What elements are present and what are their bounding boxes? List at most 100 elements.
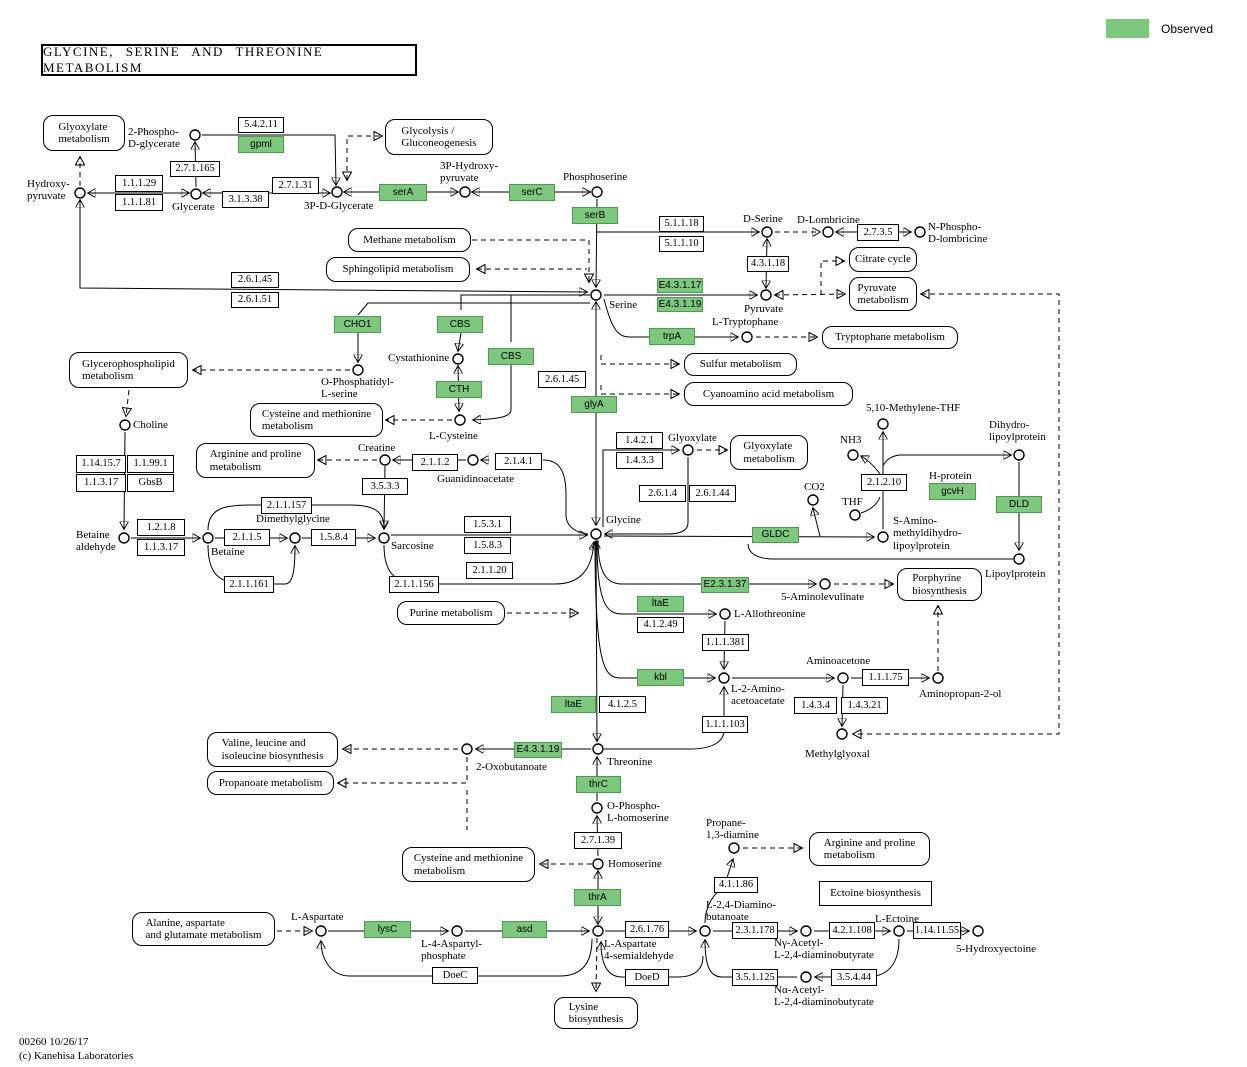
enzyme-box-1-4-3-4[interactable]: 1.4.3.4 <box>794 697 837 714</box>
pathway-box-valine-leucine-and-isoleucine-biosynthesis[interactable]: Valine, leucine and isoleucine biosynthe… <box>207 732 338 767</box>
gene-box-cbs[interactable]: CBS <box>488 348 534 365</box>
compound-node-d-serine[interactable] <box>761 226 773 238</box>
enzyme-box-2-1-1-2[interactable]: 2.1.1.2 <box>412 454 458 471</box>
enzyme-box-doed[interactable]: DoeD <box>625 969 669 986</box>
compound-node-glycine[interactable] <box>590 528 602 540</box>
compound-node-co2[interactable] <box>807 494 819 506</box>
compound-node-serine[interactable] <box>590 289 602 301</box>
enzyme-box-1-1-1-381[interactable]: 1.1.1.381 <box>702 634 749 651</box>
gene-box-e2-3-1-37[interactable]: E2.3.1.37 <box>701 577 749 593</box>
enzyme-box-1-1-1-81[interactable]: 1.1.1.81 <box>115 194 163 211</box>
gene-box-cho1[interactable]: CHO1 <box>334 316 381 333</box>
compound-node-guanidinoacetate[interactable] <box>467 454 479 466</box>
compound-node-5-hydroxyectoine[interactable] <box>972 925 984 937</box>
pathway-box-glyoxylate-metabolism[interactable]: Glyoxylate metabolism <box>43 115 125 151</box>
enzyme-box-2-7-1-165[interactable]: 2.7.1.165 <box>170 161 220 177</box>
compound-node-3p-hydroxypyruvate[interactable] <box>459 186 471 198</box>
gene-box-ltae[interactable]: ltaE <box>637 596 684 612</box>
compound-node-n-alpha-acetyl-diaminobutyrate[interactable] <box>800 971 812 983</box>
enzyme-box-3-5-3-3[interactable]: 3.5.3.3 <box>362 478 408 495</box>
gene-box-gpml[interactable]: gpml <box>238 136 284 153</box>
pathway-box-alanine-aspartate-and-glutamate-metabolism[interactable]: Alanine, aspartate and glutamate metabol… <box>132 912 275 946</box>
pathway-box-propanoate-metabolism[interactable]: Propanoate metabolism <box>207 771 334 795</box>
pathway-box-cysteine-and-methionine-metabolism[interactable]: Cysteine and methionine metabolism <box>250 403 383 437</box>
compound-node-2-oxobutanoate[interactable] <box>461 743 473 755</box>
compound-node-3p-d-glycerate[interactable] <box>331 186 343 198</box>
enzyme-box-2-1-4-1[interactable]: 2.1.4.1 <box>495 453 542 470</box>
compound-node-betaine-aldehyde[interactable] <box>118 532 130 544</box>
compound-node-cystathionine[interactable] <box>452 353 464 365</box>
gene-box-kbl[interactable]: kbl <box>637 669 684 686</box>
compound-node-l-2-4-diaminobutanoate[interactable] <box>699 925 711 937</box>
enzyme-box-1-1-1-29[interactable]: 1.1.1.29 <box>115 175 163 192</box>
compound-node-pyruvate[interactable] <box>760 289 772 301</box>
pathway-box-lysine-biosynthesis[interactable]: Lysine biosynthesis <box>554 997 638 1029</box>
pathway-box-purine-metabolism[interactable]: Purine metabolism <box>397 601 505 625</box>
pathway-box-citrate-cycle[interactable]: Citrate cycle <box>849 247 917 272</box>
compound-node-glyoxylate[interactable] <box>682 444 694 456</box>
enzyme-box-1-2-1-8[interactable]: 1.2.1.8 <box>137 519 185 536</box>
enzyme-box-2-7-3-5[interactable]: 2.7.3.5 <box>857 224 899 241</box>
enzyme-box-1-14-11-55[interactable]: 1.14.11.55 <box>913 922 961 939</box>
enzyme-box-doec[interactable]: DoeC <box>432 967 478 984</box>
enzyme-box-2-6-1-51[interactable]: 2.6.1.51 <box>231 292 279 308</box>
compound-node-l-aspartate-4-semialdehyde[interactable] <box>592 925 604 937</box>
enzyme-box-4-1-1-86[interactable]: 4.1.1.86 <box>714 877 758 893</box>
enzyme-box-1-5-8-3[interactable]: 1.5.8.3 <box>464 537 511 554</box>
pathway-box-methane-metabolism[interactable]: Methane metabolism <box>348 228 471 252</box>
gene-box-e4-3-1-19[interactable]: E4.3.1.19 <box>514 742 562 758</box>
pathway-box-sphingolipid-metabolism[interactable]: Sphingolipid metabolism <box>326 257 470 282</box>
compound-node-dimethylglycine[interactable] <box>289 532 301 544</box>
gene-box-cth[interactable]: CTH <box>436 381 482 398</box>
pathway-box-glycerophospholipid-metabolism[interactable]: Glycerophospholipid metabolism <box>69 352 188 388</box>
enzyme-box-1-1-99-1[interactable]: 1.1.99.1 <box>127 455 174 473</box>
compound-node-o-phospho-l-homoserine[interactable] <box>591 802 603 814</box>
compound-node-threonine[interactable] <box>592 743 604 755</box>
gene-box-cbs[interactable]: CBS <box>437 316 483 333</box>
compound-node-5-aminolevulinate[interactable] <box>819 578 831 590</box>
gene-box-dld[interactable]: DLD <box>996 496 1042 513</box>
gene-box-gcvh[interactable]: gcvH <box>929 483 976 500</box>
compound-node-dihydrolipoylprotein[interactable] <box>1013 449 1025 461</box>
enzyme-box-2-7-1-39[interactable]: 2.7.1.39 <box>574 832 622 849</box>
enzyme-box-1-4-2-1[interactable]: 1.4.2.1 <box>616 432 663 449</box>
compound-node-l-ectoine[interactable] <box>893 925 905 937</box>
gene-box-gldc[interactable]: GLDC <box>752 527 799 543</box>
enzyme-box-2-6-1-45[interactable]: 2.6.1.45 <box>231 272 279 288</box>
gene-box-e4-3-1-19[interactable]: E4.3.1.19 <box>657 297 703 312</box>
enzyme-box-4-2-1-108[interactable]: 4.2.1.108 <box>829 922 875 939</box>
enzyme-box-2-1-1-5[interactable]: 2.1.1.5 <box>224 529 270 546</box>
gene-box-serb[interactable]: serB <box>572 207 618 224</box>
pathway-box-glyoxylate-metabolism[interactable]: Glyoxylate metabolism <box>730 435 808 470</box>
compound-node-n-gamma-acetyl-diaminobutyrate[interactable] <box>800 925 812 937</box>
enzyme-box-5-1-1-10[interactable]: 5.1.1.10 <box>659 236 704 252</box>
enzyme-box-2-6-1-4[interactable]: 2.6.1.4 <box>639 485 686 502</box>
enzyme-box-1-1-3-17[interactable]: 1.1.3.17 <box>76 474 126 492</box>
compound-node-o-phosphatidyl-l-serine[interactable] <box>352 364 364 376</box>
enzyme-box-5-4-2-11[interactable]: 5.4.2.11 <box>238 117 284 133</box>
enzyme-box-2-1-1-157[interactable]: 2.1.1.157 <box>261 497 312 514</box>
compound-node-l-tryptophane[interactable] <box>741 331 753 343</box>
compound-node-5-10-methylene-thf[interactable] <box>877 418 889 430</box>
enzyme-box-1-5-8-4[interactable]: 1.5.8.4 <box>311 529 356 546</box>
compound-node-thf[interactable] <box>849 509 861 521</box>
enzyme-box-gbsb[interactable]: GbsB <box>127 474 174 492</box>
pathway-box-glycolysis-gluconeogenesis[interactable]: Glycolysis / Gluconeogenesis <box>385 119 493 155</box>
compound-node-homoserine[interactable] <box>592 858 604 870</box>
compound-node-aminoacetone[interactable] <box>837 672 849 684</box>
enzyme-box-1-1-1-103[interactable]: 1.1.1.103 <box>702 716 748 733</box>
gene-box-thra[interactable]: thrA <box>574 889 621 906</box>
gene-box-ltae[interactable]: ltaE <box>551 696 596 713</box>
compound-node-nh3[interactable] <box>847 449 859 461</box>
compound-node-aminopropan-2-ol[interactable] <box>932 672 944 684</box>
enzyme-box-3-5-4-44[interactable]: 3.5.4.44 <box>831 969 877 986</box>
compound-node-s-aminomethyldihydrolipoylprotein[interactable] <box>877 531 889 543</box>
enzyme-box-4-1-2-5[interactable]: 4.1.2.5 <box>599 696 646 713</box>
compound-node-l-allothreonine[interactable] <box>719 608 731 620</box>
gene-box-lysc[interactable]: lysC <box>364 921 411 938</box>
enzyme-box-2-1-1-161[interactable]: 2.1.1.161 <box>224 576 274 593</box>
enzyme-box-3-5-1-125[interactable]: 3.5.1.125 <box>732 969 778 986</box>
enzyme-box-2-1-2-10[interactable]: 2.1.2.10 <box>861 474 907 491</box>
enzyme-box-2-6-1-76[interactable]: 2.6.1.76 <box>625 921 669 938</box>
compound-node-betaine[interactable] <box>202 532 214 544</box>
